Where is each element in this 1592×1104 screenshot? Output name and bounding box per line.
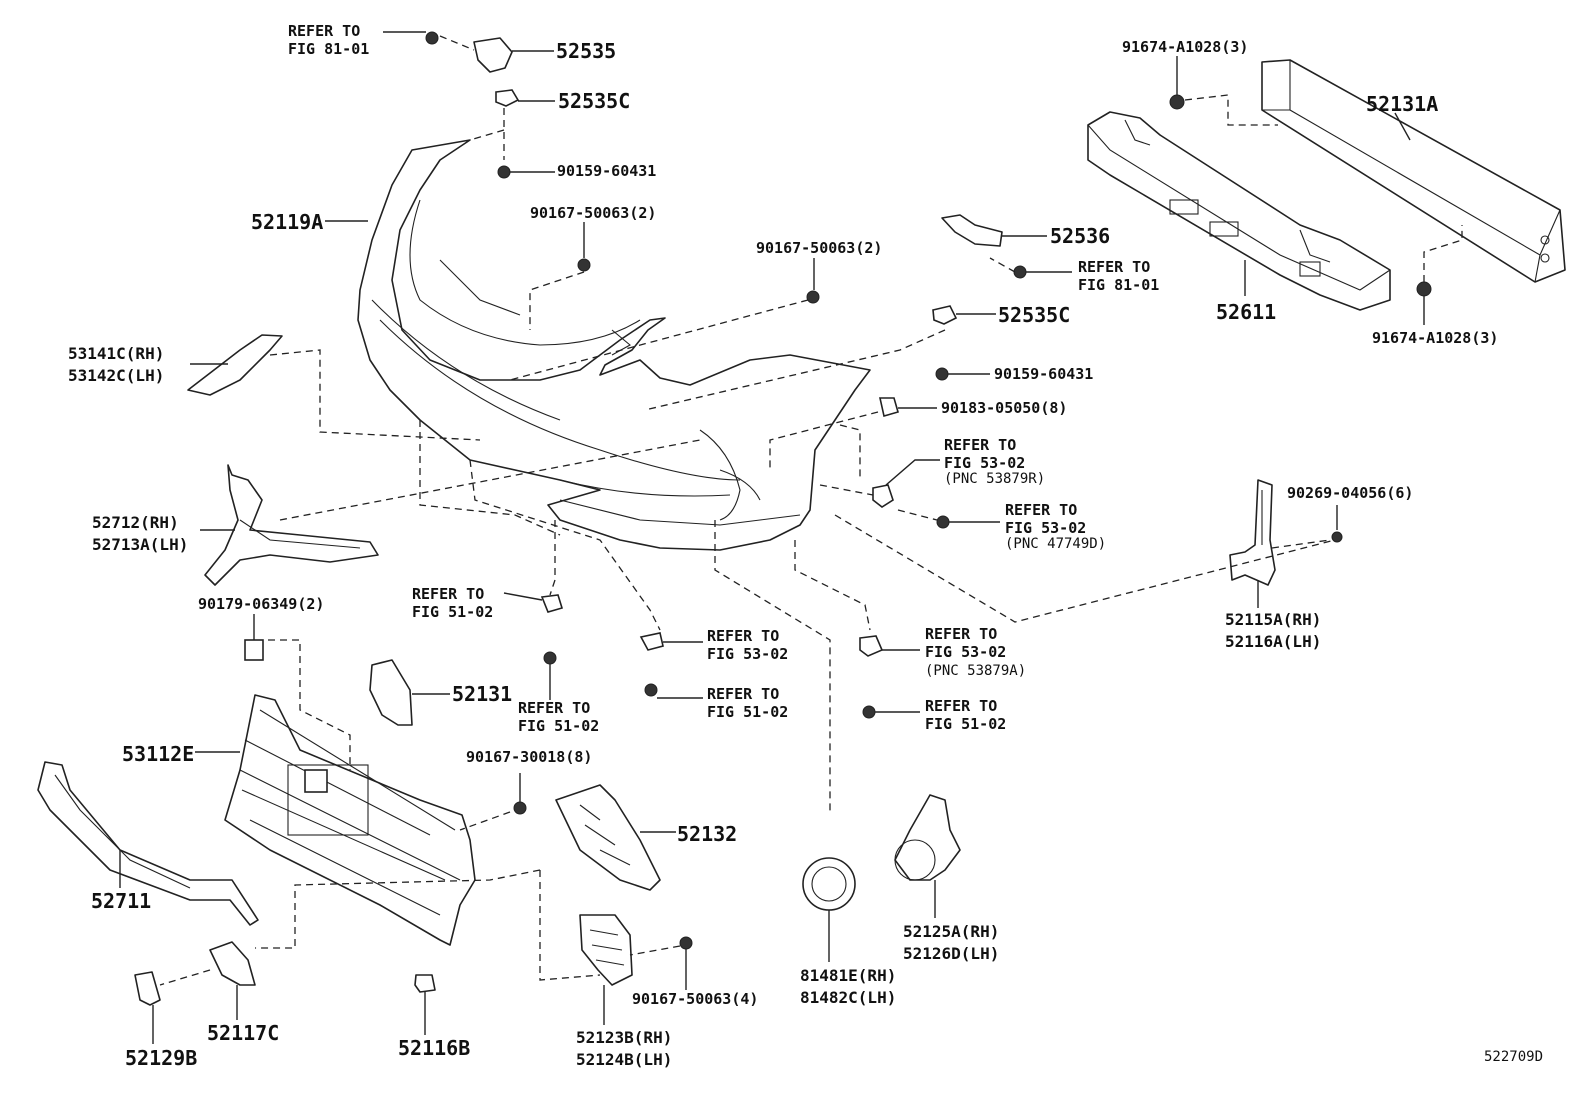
- label-90183-05050: 90183-05050(8): [941, 399, 1068, 417]
- label-91674-a1028-bottom: 91674-A1028(3): [1372, 329, 1499, 347]
- air-duct-52131: [369, 659, 413, 726]
- side-bracket: [1229, 479, 1276, 586]
- side-moulding: [204, 464, 379, 586]
- lower-garnish: [37, 761, 259, 926]
- label-pnc-47749d: (PNC 47749D): [1005, 536, 1107, 552]
- label-refer-fig-53-02-mid: REFER TO FIG 53-02: [707, 627, 789, 663]
- label-52711: 52711: [91, 889, 152, 913]
- nut-clip-left: [540, 594, 564, 613]
- fog-lamp: [802, 857, 856, 911]
- label-52535c-top: 52535C: [558, 89, 631, 113]
- duct-52117C: [209, 941, 256, 986]
- bolts: [425, 31, 1432, 950]
- retainer-53879A: [859, 635, 884, 657]
- label-refer-fig-53-02-47749d: REFER TO FIG 53-02: [1005, 501, 1087, 537]
- label-90179-06349: 90179-06349(2): [198, 595, 325, 613]
- label-91674-a1028-top: 91674-A1028(3): [1122, 38, 1249, 56]
- clip-52535C-top: [495, 89, 520, 107]
- label-52535c-right: 52535C: [998, 303, 1071, 327]
- label-90159-60431-top: 90159-60431: [557, 162, 657, 180]
- clip-52535C-right: [932, 305, 958, 325]
- energy-absorber: [1087, 111, 1391, 311]
- label-52536: 52536: [1050, 224, 1111, 248]
- label-52116b: 52116B: [398, 1036, 471, 1060]
- retainer-53879R: [872, 484, 894, 508]
- assembly-lines: [159, 35, 1463, 986]
- label-53141c: 53141C(RH) 53142C(LH): [68, 344, 165, 385]
- label-90159-60431-right: 90159-60431: [994, 365, 1094, 383]
- side-cover: [187, 334, 283, 396]
- label-52712: 52712(RH) 52713A(LH): [92, 513, 189, 554]
- radiator-grille: [224, 694, 476, 946]
- label-53112e: 53112E: [122, 742, 195, 766]
- label-90167-50063-4: 90167-50063(4): [632, 990, 759, 1008]
- nut-clip-mid: [639, 632, 664, 651]
- bumper-reinforcement: [1261, 59, 1566, 283]
- label-refer-fig-51-02-left: REFER TO FIG 51-02: [412, 585, 494, 621]
- label-refer-fig-51-02-right: REFER TO FIG 51-02: [925, 697, 1007, 733]
- label-90269-04056: 90269-04056(6): [1287, 484, 1414, 502]
- label-52115a: 52115A(RH) 52116A(LH): [1225, 610, 1322, 651]
- fog-cover: [894, 794, 961, 881]
- label-52123b: 52123B(RH) 52124B(LH): [576, 1028, 673, 1069]
- clip-90183: [879, 397, 899, 418]
- label-52117c: 52117C: [207, 1021, 280, 1045]
- air-duct-52132: [555, 784, 661, 891]
- label-refer-fig-53-02-53879r: REFER TO FIG 53-02: [944, 436, 1026, 472]
- bracket-52535: [473, 37, 513, 73]
- label-52125a: 52125A(RH) 52126D(LH): [903, 922, 1000, 963]
- label-refer-fig-51-02-mid: REFER TO FIG 51-02: [518, 699, 600, 735]
- label-52129b: 52129B: [125, 1046, 198, 1070]
- bracket-52536: [941, 214, 1003, 247]
- label-refer-fig-53-02-53879a: REFER TO FIG 53-02: [925, 625, 1007, 661]
- label-81481e: 81481E(RH) 81482C(LH): [800, 966, 897, 1007]
- label-pnc-53879r: (PNC 53879R): [944, 471, 1046, 487]
- bumper-cover: [357, 139, 871, 551]
- clip-90179: [244, 639, 264, 661]
- label-pnc-53879a: (PNC 53879A): [925, 663, 1027, 679]
- leader-lines: [119, 31, 1425, 1044]
- plate-52129B: [134, 971, 161, 1006]
- label-52611: 52611: [1216, 300, 1277, 324]
- label-refer-fig-81-01-left: REFER TO FIG 81-01: [288, 22, 370, 58]
- label-90167-30018: 90167-30018(8): [466, 748, 593, 766]
- label-52119a: 52119A: [251, 210, 324, 234]
- label-52131a: 52131A: [1366, 92, 1439, 116]
- label-90167-50063-a: 90167-50063(2): [530, 204, 657, 222]
- label-90167-50063-b: 90167-50063(2): [756, 239, 883, 257]
- label-52535: 52535: [556, 39, 617, 63]
- label-refer-fig-51-02-mid2: REFER TO FIG 51-02: [707, 685, 789, 721]
- label-52132: 52132: [677, 822, 738, 846]
- air-duct-52123B: [579, 914, 633, 986]
- bracket-52116B: [414, 974, 436, 993]
- label-refer-fig-81-01-right: REFER TO FIG 81-01: [1078, 258, 1160, 294]
- label-52131: 52131: [452, 682, 513, 706]
- diagram-id: 522709D: [1484, 1049, 1544, 1065]
